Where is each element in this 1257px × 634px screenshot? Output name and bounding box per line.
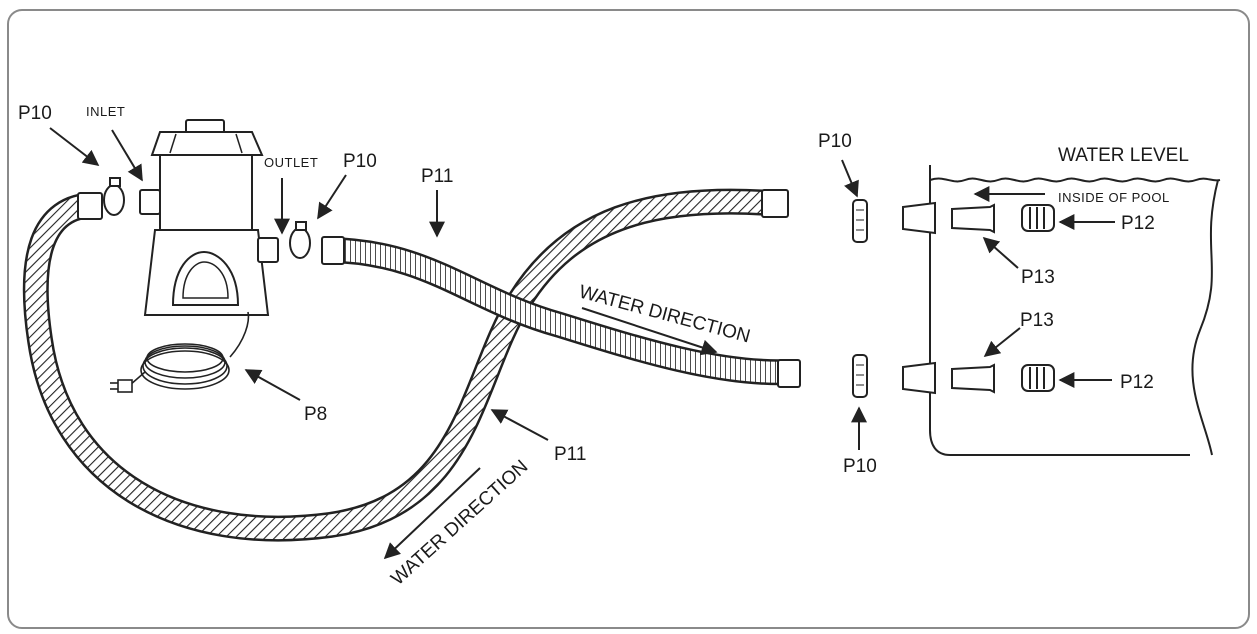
- power-cord-icon: [110, 311, 250, 393]
- diagram-frame: [7, 9, 1250, 629]
- label-p11-bottom: P11: [554, 444, 586, 465]
- hose-inlet-p11: [22, 188, 789, 542]
- label-p13-top: P13: [1021, 267, 1055, 288]
- hose-clamp-icon: [289, 221, 311, 259]
- label-water-level: WATER LEVEL: [1058, 145, 1189, 166]
- label-p10-top-right: P10: [818, 131, 852, 152]
- label-outlet: OUTLET: [264, 155, 318, 170]
- pool-wall: [929, 165, 1221, 456]
- connector-p13-bottom: [951, 363, 995, 394]
- plunger-valve-icon: [852, 199, 868, 243]
- hose-outlet-p11: [321, 236, 801, 388]
- plunger-valve-icon: [852, 354, 868, 398]
- wall-fitting-top: [902, 201, 936, 235]
- label-p12-top: P12: [1121, 213, 1155, 234]
- strainer-icon: [1021, 204, 1055, 232]
- hose-clamp-icon: [103, 177, 125, 216]
- label-p13-bottom: P13: [1020, 310, 1054, 331]
- leader-arrows: [49, 127, 1115, 560]
- label-p8: P8: [304, 404, 327, 425]
- filter-pump-icon: [139, 119, 279, 316]
- label-p10-bottom-right: P10: [843, 456, 877, 477]
- label-p10-left: P10: [18, 103, 52, 124]
- wall-fitting-bottom: [902, 361, 936, 395]
- strainer-icon: [1021, 364, 1055, 392]
- connector-p13-top: [951, 203, 995, 234]
- label-p10-outlet: P10: [343, 151, 377, 172]
- label-inlet: INLET: [86, 104, 125, 119]
- label-inside-of-pool: INSIDE OF POOL: [1058, 190, 1170, 205]
- label-p11-top: P11: [421, 166, 453, 187]
- label-p12-bottom: P12: [1120, 372, 1154, 393]
